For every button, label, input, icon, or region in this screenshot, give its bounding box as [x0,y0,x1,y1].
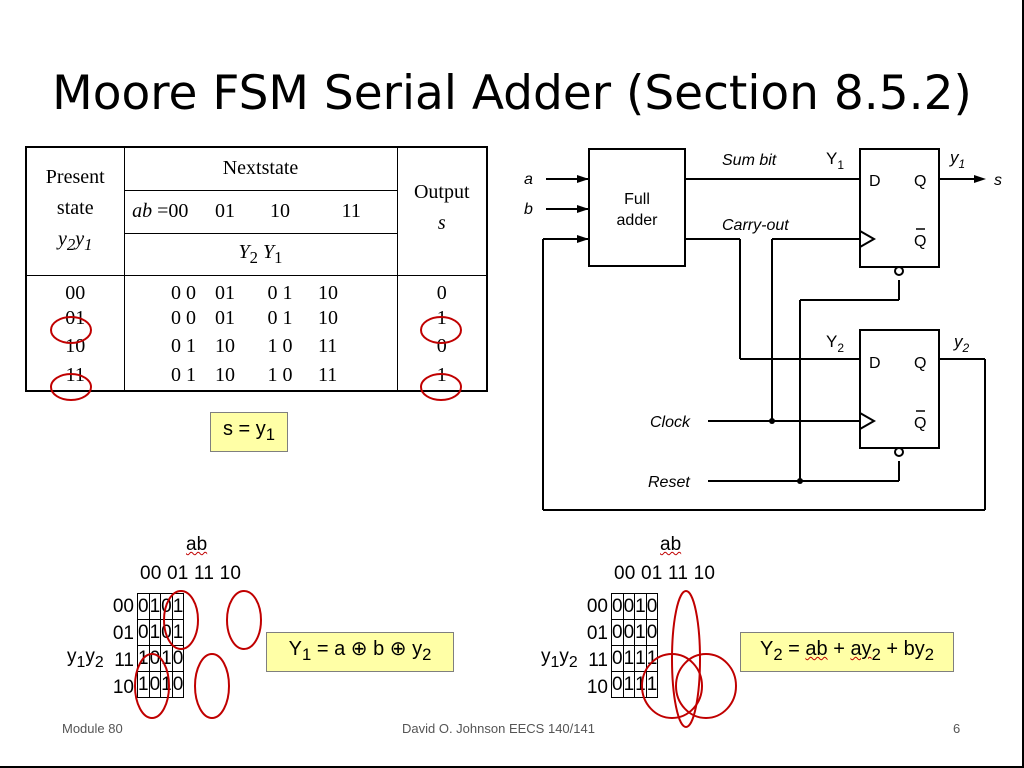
kmap2-row-label: 10 [586,677,608,698]
group-circle [671,590,701,728]
next-cell: 0 0 [171,281,196,304]
nextstate-header: Nextstate [124,146,397,191]
circle-annotation [420,316,462,344]
circuit-diagram: Full adder a b Sum bit Carry-out Y1 y1 s… [524,148,1002,511]
state-table: Present state y2y1 Nextstate Output s ab… [25,146,488,392]
ab-col-01: 01 [196,190,254,234]
state-00: 00 [25,275,125,305]
group-circle [194,653,230,719]
clock-label: Clock [650,414,691,431]
kmap1-row-label: 11 [114,650,134,671]
present-state-label-line2: state [56,197,94,220]
state-10: 10 [25,332,125,361]
next-cell: 0 1 [124,360,196,392]
kmap-cell: 1 [171,593,185,620]
qbar-label: Q [914,415,926,432]
kmap1-row-label: 01 [112,623,134,644]
ab-label-cell: ab =00 [124,190,196,234]
group-circle [641,653,703,719]
y2-equation-box: Y2 = ab + ay2 + by2 [740,632,954,672]
next-cell: 01 [215,281,235,304]
next-cell: 0 1 [171,335,196,357]
next-cell: 11 [318,335,338,357]
ab-col-10: 10 [254,190,306,234]
footer-page-number: 6 [953,721,961,736]
next-cell: 10 [318,307,338,329]
kmap1-col-header: 00 01 11 10 [140,563,242,584]
q-label: Q [914,355,926,372]
s-equation-box: s = y1 [210,412,288,452]
present-state-header: Present state y2y1 [25,146,125,276]
output-header: Output s [396,146,488,276]
circle-annotation [50,316,92,344]
present-state-var: y2y1 [58,228,93,255]
kmap1-ab-label: ab [186,534,208,555]
circle-annotation [50,373,92,401]
kmap2-ab-label: ab [660,534,682,555]
footer-module: Module 80 [62,721,123,736]
group-circle [134,653,170,719]
sum-bit-label: Sum bit [722,152,777,169]
d-label: D [869,355,881,372]
d-label: D [869,173,881,190]
kmap2-col-header: 00 01 11 10 [614,563,716,584]
kmap1-var-label: y1y2 [67,646,104,671]
ab-col-11: 11 [306,190,397,234]
circle-annotation [420,373,462,401]
next-var-label: Y2 Y1 [124,233,397,276]
group-circle [675,653,737,719]
kmap1-row-label: 10 [112,677,134,698]
next-cell: 10 [196,360,254,392]
next-cell: 10 [318,281,338,304]
output-label: Output [413,180,470,203]
output-var: s [437,211,446,234]
footer-author: David O. Johnson EECS 140/141 [402,721,595,736]
next-cell: 0 1 [267,281,293,304]
kmap1-row-label: 00 [112,596,134,617]
kmap2-var-label: y1y2 [541,646,578,671]
carry-out-label: Carry-out [722,217,789,234]
full-adder-label: Full [624,191,650,208]
qbar-label: Q [914,233,926,250]
kmap2-row-label: 01 [586,623,608,644]
next-cell: 10 [215,335,235,357]
input-b-label: b [524,201,533,218]
next-cell: 1 0 [267,335,293,357]
reset-label: Reset [648,474,690,491]
full-adder-block [588,148,686,267]
present-state-label-line1: Present [45,166,105,189]
next-cell: 01 [215,307,235,329]
next-cell: 0 1 [267,307,293,329]
kmap-cell: 0 [171,671,185,698]
next-cell: 0 0 [171,307,196,329]
full-adder-label: adder [617,212,659,229]
kmap2-row-label: 11 [588,650,608,671]
q-label: Q [914,173,926,190]
state-01: 01 [25,304,125,333]
next-cell: 1 0 [254,360,306,392]
group-circle [163,590,199,650]
output-s-label: s [994,172,1002,189]
slide-title: Moore FSM Serial Adder (Section 8.5.2) [52,66,972,121]
kmap2-row-label: 00 [586,596,608,617]
kmap-cell: 0 [171,645,185,672]
output-cell: 0 [396,332,488,361]
kmap-cell: 1 [645,671,659,698]
group-circle [226,590,262,650]
input-a-label: a [524,171,533,188]
output-cell: 0 [396,275,488,305]
y1-equation-box: Y1 = a ⊕ b ⊕ y2 [266,632,454,672]
next-cell: 11 [306,360,397,392]
